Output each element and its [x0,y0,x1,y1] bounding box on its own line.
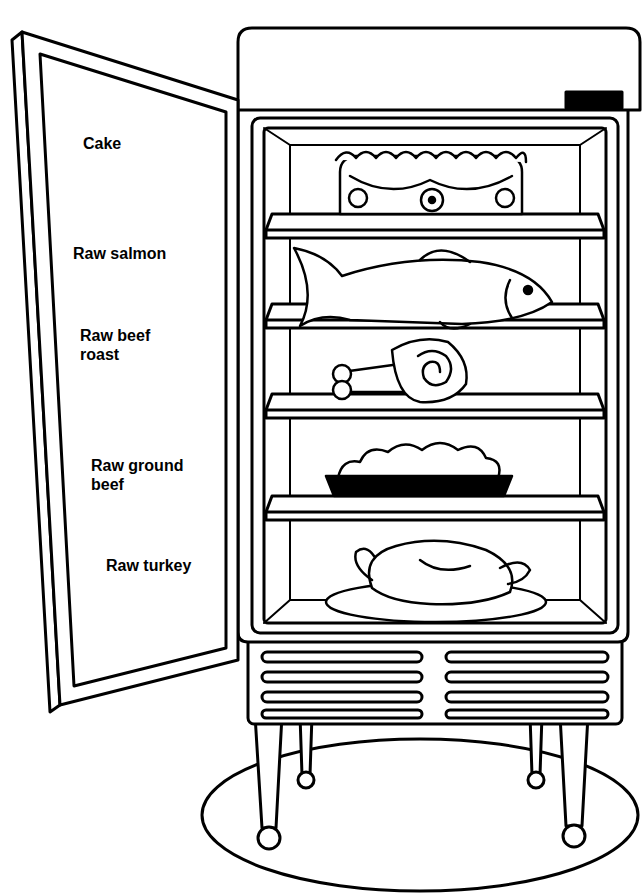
vent-slot [262,652,422,662]
grille [248,636,622,724]
door [22,32,238,705]
caster [528,772,544,788]
food-drawings [294,152,552,622]
caster [258,827,280,849]
cake-frosting [336,152,526,162]
roast-spiral [418,351,451,385]
cake-garland [350,176,512,189]
cake-flower [349,189,367,207]
window-frame [252,118,618,633]
vent-slot [262,692,422,702]
door-label: Cake [82,134,122,153]
perspective-lines [264,128,606,623]
door-label: Raw turkey [105,556,192,575]
salmon-eye [524,286,532,294]
cabinet-header [238,28,640,110]
caster [298,772,314,788]
turkey-legs [355,549,530,584]
salmon-fins [420,250,512,328]
shelf [266,496,604,520]
window-inner [264,128,606,623]
turkey [369,541,512,604]
vent-slot [446,652,608,662]
cake-flower-center [429,197,435,203]
door-label: Raw salmon [72,244,167,263]
vent-slot [446,672,608,682]
display-panel [566,92,622,108]
caster [563,825,585,847]
refrigerator-drawing [202,28,640,891]
ground-beef-tray [326,476,512,496]
shelf [266,214,604,238]
vent-slot [262,710,422,718]
salmon [294,248,552,326]
vent-slot [446,710,608,718]
door-label: Raw ground beef [90,456,212,494]
roast-bone-knob [333,381,351,399]
ground-beef [338,443,500,478]
cake-flower [496,189,514,207]
door-panel [40,54,226,686]
door-drawing [12,32,238,712]
cake [340,156,522,214]
door-label: Raw beef roast [79,326,171,364]
beef-roast [392,339,467,402]
vent-slot [262,672,422,682]
leg [255,715,282,828]
turkey-wing [420,560,470,570]
cake-flower [421,189,443,211]
leg [560,715,588,826]
cabinet-body [238,100,628,642]
vent-slot [446,692,608,702]
